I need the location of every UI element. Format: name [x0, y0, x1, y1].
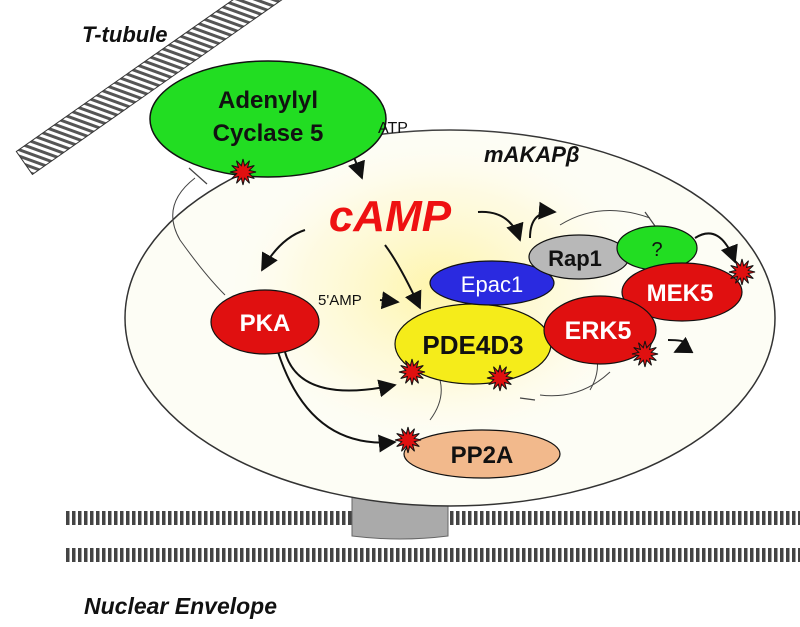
nuclear-envelope-inner: [65, 548, 800, 562]
epac1-node: [429, 260, 555, 306]
mek5-label: MEK5: [647, 280, 714, 307]
erk5-label: ERK5: [565, 317, 632, 345]
pka-label: PKA: [240, 310, 291, 337]
pde4d3-phospho-star-left: [398, 358, 426, 386]
fiveamp-arrow: [379, 291, 400, 310]
pp2a-label: PP2A: [451, 442, 514, 469]
pde4d3-label: PDE4D3: [422, 330, 523, 360]
atp-label: ATP: [378, 120, 408, 137]
unknown-factor-label: ?: [651, 239, 662, 261]
adenylyl-label-line1: Adenylyl: [218, 87, 318, 114]
pde4d3-phospho-star-right: [486, 364, 514, 392]
pka-to-pp2a-arrow: [277, 351, 397, 453]
camp-to-pka-arrow: [261, 229, 306, 272]
mek5-node: [621, 262, 743, 322]
epac1-label: Epac1: [461, 272, 523, 297]
unknown-to-mek5-arrow: [694, 232, 738, 264]
epac-to-rap1-arrow: [529, 201, 557, 239]
camp-label: cAMP: [329, 192, 452, 241]
adenylyl-label-line2: Cyclase 5: [213, 120, 324, 147]
pka-node: [210, 289, 320, 355]
makap-anchor: [351, 495, 449, 540]
camp-to-pde-arrow: [384, 244, 422, 310]
inhibition-bars: [188, 167, 656, 401]
pka-to-pde-arrow: [284, 351, 397, 398]
adenylyl-cyclase-node: [149, 60, 387, 178]
erk5-autophos-arrow: [667, 336, 694, 354]
pathway-arrows: [261, 129, 738, 453]
mek5-phospho-star: [728, 258, 756, 286]
phosphorylation-sites: [229, 158, 756, 454]
pp2a-phospho-star: [394, 426, 422, 454]
t-tubule-membrane: [15, 0, 345, 176]
erk5-node: [543, 295, 657, 365]
camp-to-epac-arrow: [477, 210, 524, 242]
nuclear-envelope-label: Nuclear Envelope: [84, 593, 277, 619]
fiveamp-label: 5'AMP: [318, 292, 362, 309]
pp2a-node: [403, 429, 561, 479]
rap1-label: Rap1: [548, 246, 602, 271]
makap-label: mAKAPβ: [484, 142, 580, 167]
erk5-phospho-star: [631, 340, 659, 368]
ac5-phospho-star: [229, 158, 257, 186]
t-tubule-label: T-tubule: [82, 22, 168, 47]
